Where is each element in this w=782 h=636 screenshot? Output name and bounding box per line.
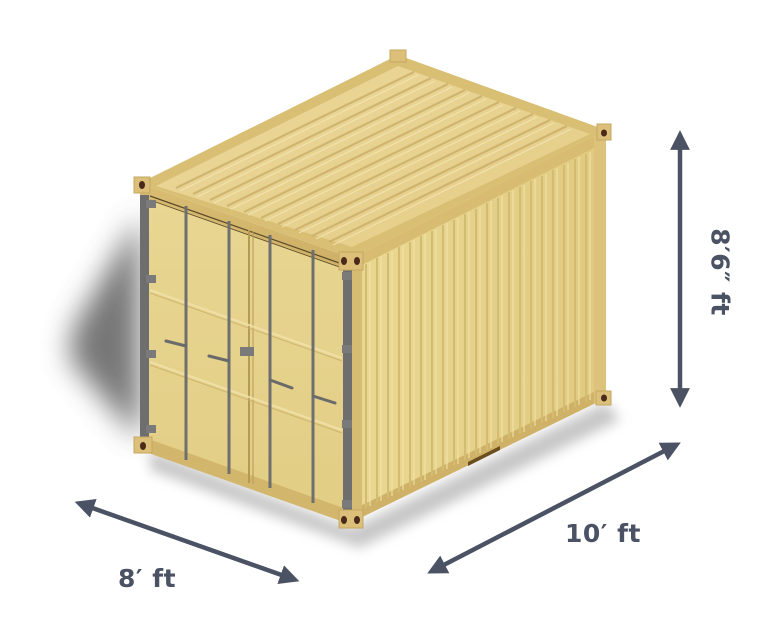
corner-castings <box>133 49 612 529</box>
width-label: 8′ ft <box>118 564 177 593</box>
height-label: 8′6″ ft <box>705 228 735 316</box>
door-handles <box>164 339 337 405</box>
length-label: 10′ ft <box>565 519 641 548</box>
length-arrow <box>427 442 681 574</box>
locking-bars <box>184 206 315 503</box>
dimension-arrows <box>74 130 690 585</box>
container-roof <box>140 55 606 258</box>
width-arrow <box>74 498 300 585</box>
